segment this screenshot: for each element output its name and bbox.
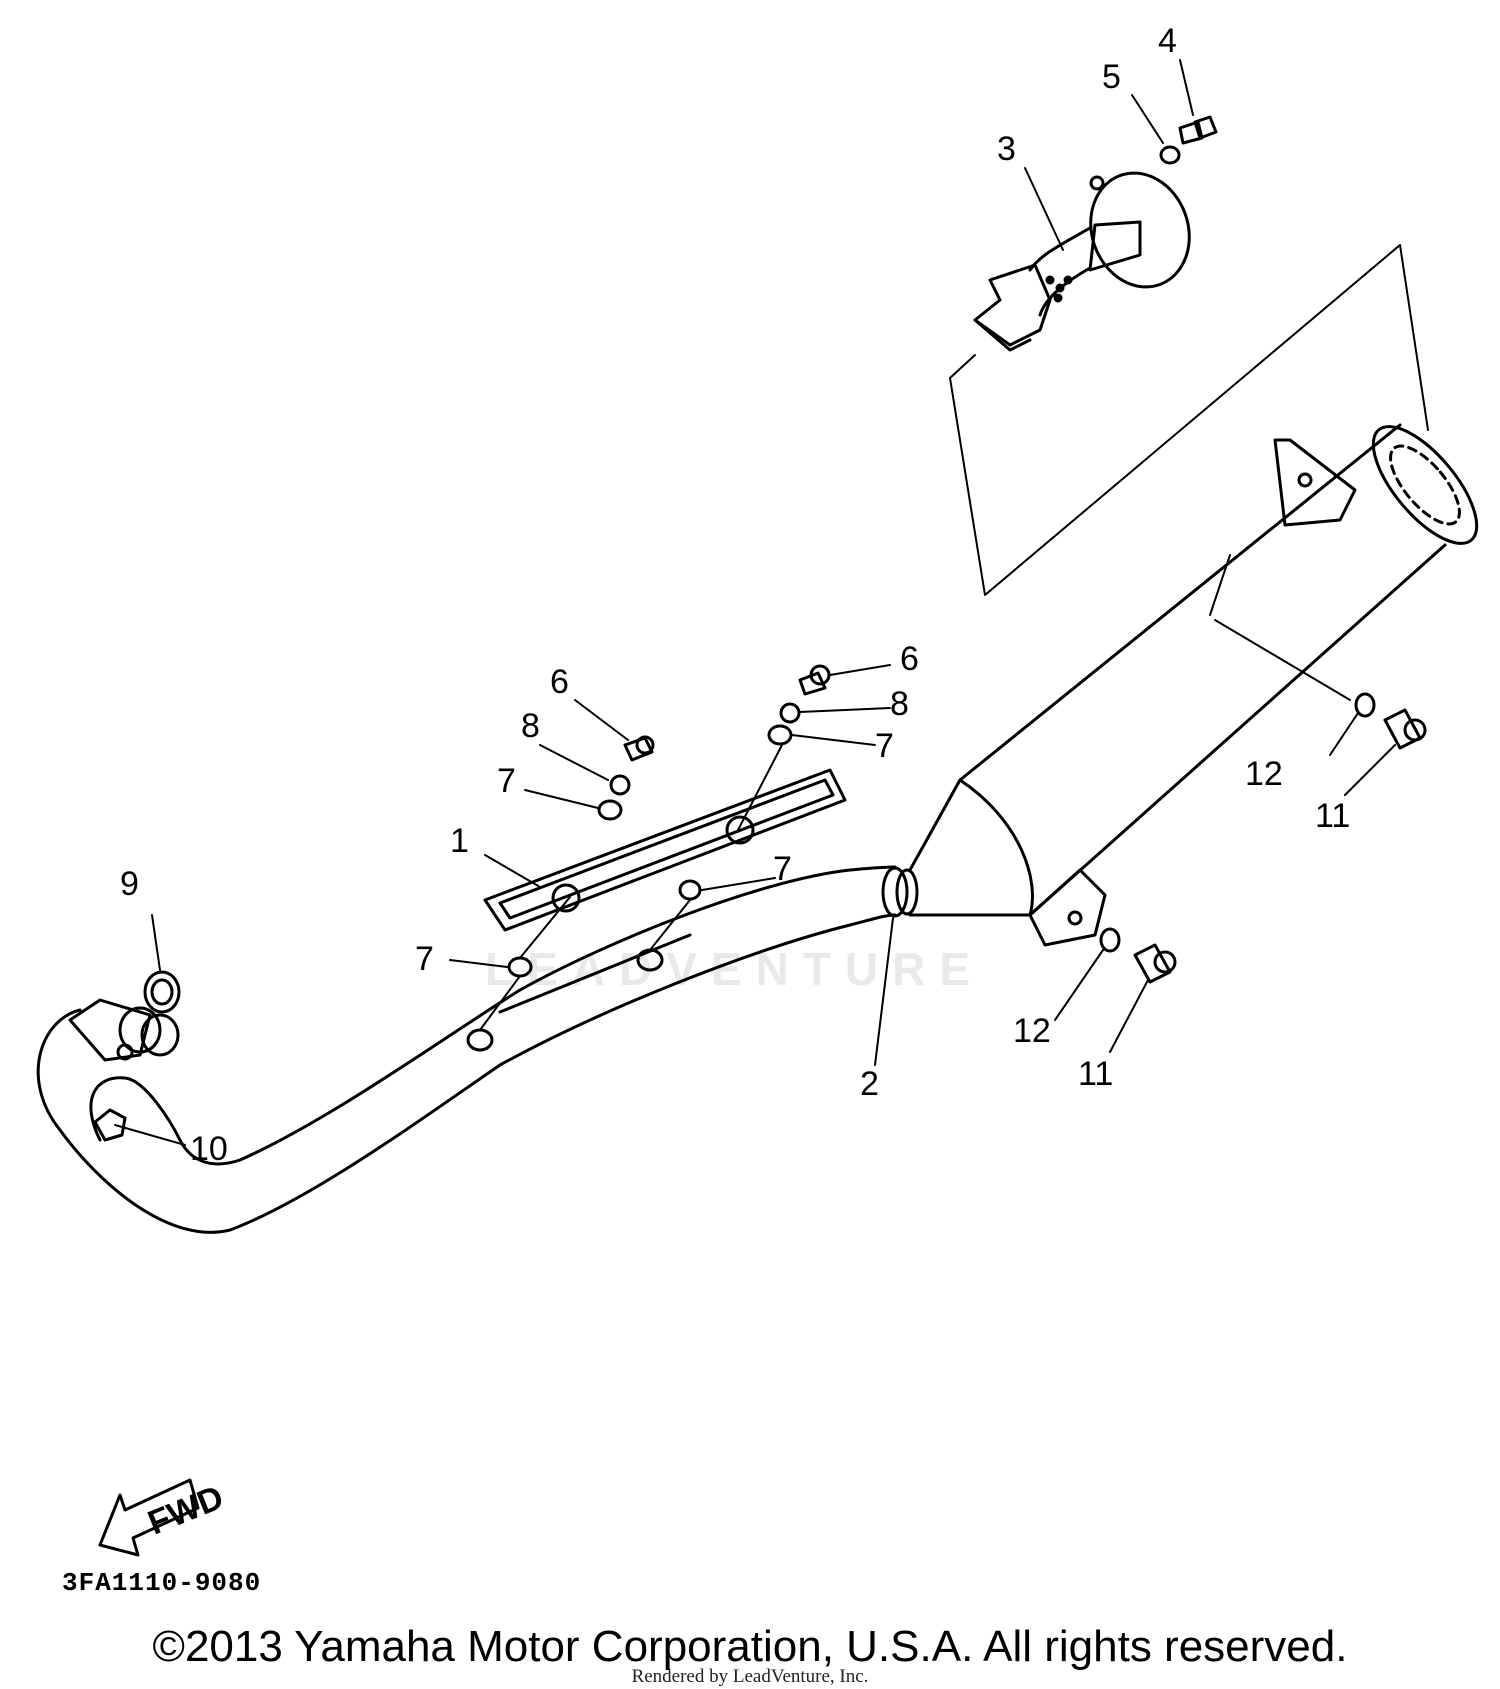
pipe-flange — [68, 998, 180, 1062]
callout-11-lower: 11 — [1078, 1055, 1113, 1093]
spark-arrester — [973, 171, 1191, 352]
callout-9: 9 — [120, 865, 139, 903]
callout-12-lower: 12 — [1013, 1012, 1051, 1050]
callout-3: 3 — [997, 130, 1016, 168]
assembly-guide-lines — [949, 244, 1429, 701]
fwd-arrow — [98, 1478, 200, 1557]
callout-11-upper: 11 — [1315, 797, 1350, 835]
heat-protector — [483, 768, 847, 932]
fwd-label: FWD — [143, 1478, 229, 1542]
callout-4: 4 — [1158, 22, 1177, 60]
callout-10: 10 — [190, 1130, 228, 1168]
leader-lines — [114, 59, 1396, 1146]
callout-7-lower: 7 — [415, 940, 434, 978]
callout-numbers: 4 5 3 6 8 7 6 8 7 1 7 7 9 2 12 11 12 11 … — [120, 22, 1350, 1168]
hardware — [93, 115, 1427, 1142]
callout-2: 2 — [860, 1065, 879, 1103]
callout-7-middle: 7 — [773, 850, 792, 888]
callout-8-left: 8 — [521, 707, 540, 745]
callout-5: 5 — [1102, 58, 1121, 96]
callout-6-left: 6 — [550, 663, 569, 701]
callout-12-upper: 12 — [1245, 755, 1283, 793]
callout-7-upper-left: 7 — [497, 762, 516, 800]
callout-7-upper-right: 7 — [875, 727, 894, 765]
drawing-code: 3FA1110-9080 — [62, 1568, 262, 1598]
muffler-body — [908, 423, 1479, 947]
callout-6-right: 6 — [900, 640, 919, 678]
exhaust-pipe — [36, 865, 919, 1234]
copyright-notice: ©2013 Yamaha Motor Corporation, U.S.A. A… — [152, 1622, 1348, 1671]
callout-8-right: 8 — [890, 685, 909, 723]
callout-1: 1 — [450, 822, 469, 860]
rendered-by-note: Rendered by LeadVenture, Inc. — [631, 1666, 869, 1687]
